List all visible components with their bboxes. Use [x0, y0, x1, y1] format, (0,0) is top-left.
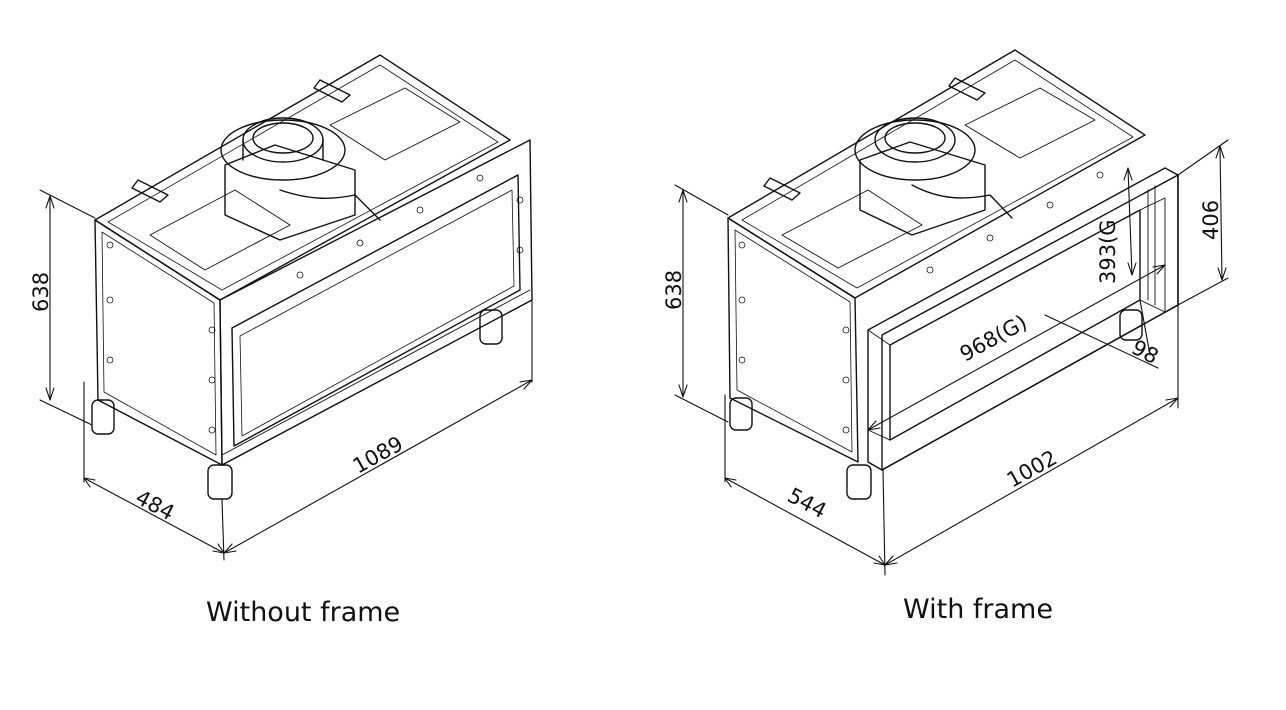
flue-box: [224, 144, 356, 241]
dim-depth-right: 544: [784, 483, 831, 523]
flue-ring: [874, 117, 956, 163]
top-panel-right: [964, 87, 1096, 159]
screw-details: [106, 174, 524, 434]
dim-width-left: 1089: [349, 431, 407, 478]
cable: [279, 189, 381, 221]
dim-depth-left: 484: [132, 485, 179, 525]
flue-outer: [220, 119, 346, 181]
top-panel-left: [781, 189, 923, 269]
caption-without-frame: Without frame: [206, 597, 401, 628]
leg: [479, 309, 503, 345]
glass-inner: [239, 189, 515, 437]
bracket: [313, 79, 351, 103]
frame-front-face: [881, 174, 1179, 471]
top-surface: [727, 49, 1146, 299]
flue-box: [859, 141, 986, 236]
top-panel-right: [329, 87, 461, 161]
cable: [911, 184, 1013, 219]
flue-pipe: [242, 139, 324, 161]
frame-return: [867, 197, 1166, 441]
flue-inner: [884, 122, 946, 154]
caption-with-frame: With frame: [903, 594, 1053, 625]
side-panel-inner: [734, 229, 853, 453]
leg: [1119, 309, 1143, 341]
bottom-rail: [221, 289, 533, 466]
dim-height-right: 638: [662, 270, 686, 310]
leg: [207, 464, 233, 500]
leg: [846, 464, 872, 500]
side-panel-inner: [101, 231, 217, 456]
front-face: [219, 139, 533, 466]
leg: [91, 399, 115, 435]
fireplace-unit-with-frame: [727, 49, 1179, 500]
dim-glass-height: 393(G: [1096, 219, 1120, 284]
top-panel-left: [149, 189, 291, 271]
leg: [729, 397, 753, 431]
dim-width-right: 1002: [1003, 445, 1061, 492]
dim-frame-height: 406: [1199, 200, 1223, 240]
dimension-lines-left: [39, 189, 533, 561]
flue-inner: [252, 122, 314, 154]
dim-glass-width: 968(G): [956, 310, 1031, 366]
top-surface-rim: [741, 59, 1134, 289]
bracket: [131, 179, 169, 203]
top-surface: [94, 54, 511, 301]
side-panel: [727, 217, 859, 463]
top-surface-rim: [107, 64, 499, 291]
glass-panel: [231, 174, 521, 447]
bracket: [948, 77, 986, 101]
fireplace-unit-without-frame: [91, 54, 533, 500]
dim-height-left: 638: [29, 272, 53, 312]
screw-details: [738, 171, 1104, 434]
flue-outer: [854, 119, 976, 181]
frame-depth-edge: [1147, 185, 1156, 306]
flue-ring: [242, 117, 324, 163]
bracket: [763, 177, 801, 201]
dimension-lines-right: [674, 139, 1229, 576]
